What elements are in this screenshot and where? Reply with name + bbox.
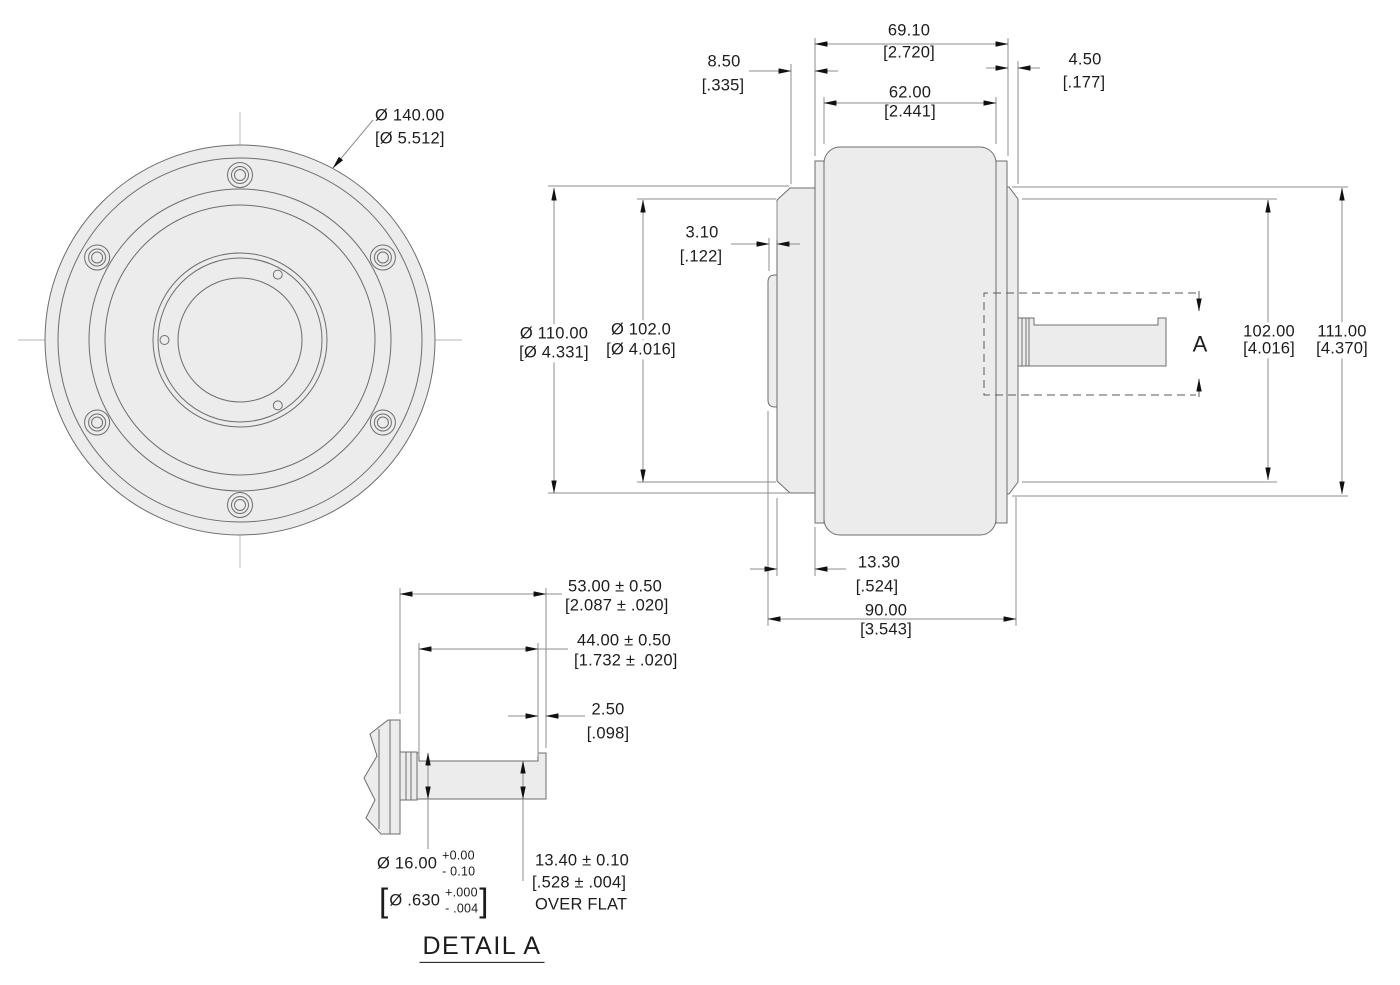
small-hole (272, 400, 283, 411)
dim-6200-in: [2.441] (884, 102, 936, 121)
pilot-ring-inner-circle (157, 257, 323, 423)
dim-53-mm: 53.00 ± 0.50 (568, 577, 663, 596)
tolerance-minus: - .004 (445, 901, 479, 915)
flange-fragment (363, 719, 401, 835)
tolerance-plus: +.000 (445, 885, 478, 900)
dim-44-mm: 44.00 ± 0.50 (577, 631, 672, 650)
dim-310-in: [.122] (679, 247, 723, 266)
detail-callout-label: A (1192, 331, 1208, 357)
dim-shaft-diameter-in-value: Ø .630 (389, 891, 441, 910)
dim-1330-in: [.524] (855, 577, 899, 596)
dim-9000-in: [3.543] (860, 620, 912, 639)
small-hole (159, 335, 170, 345)
dim-6910-in: [2.720] (883, 43, 935, 62)
dim-450-mm: 4.50 (1068, 50, 1102, 69)
detail-shaft-collar (399, 751, 418, 801)
dim-102d-in: [Ø 4.016] (603, 340, 679, 360)
inner-face-circle (104, 204, 376, 476)
flange-outer-circle (44, 144, 436, 536)
dim-flange-diameter-in: [Ø 5.512] (375, 129, 445, 148)
dim-over-flat-mm: 13.40 ± 0.10 (535, 851, 630, 870)
detail-callout-box (983, 291, 1202, 397)
dim-250-in: [.098] (586, 724, 630, 743)
flange-chamfer-circle (57, 157, 423, 523)
main-body (823, 146, 997, 536)
side-view (767, 146, 1167, 536)
raised-face-circle (88, 188, 392, 492)
right-flange (1006, 186, 1019, 495)
dim-53-in: [2.087 ± .020] (565, 596, 669, 615)
dim-450-in: [.177] (1062, 73, 1106, 92)
bracket-open: [ (379, 881, 389, 919)
bracket-close: ] (479, 881, 489, 919)
right-plate (995, 160, 1008, 524)
bolt-hole (227, 492, 253, 518)
dim-9000-mm: 90.00 (864, 601, 908, 620)
output-shaft (1028, 317, 1167, 367)
dim-11100-in: [4.370] (1313, 339, 1371, 359)
dim-6910-mm: 69.10 (887, 21, 931, 40)
bolt-hole (369, 409, 396, 436)
tolerance-minus: - 0.10 (442, 864, 476, 878)
front-view (18, 112, 462, 568)
bolt-hole (369, 244, 396, 271)
callout-dashed-outline (983, 292, 1196, 396)
dim-shaft-diameter-mm: Ø 16.00 +0.00 - 0.10 (377, 848, 475, 879)
detail-view-title: DETAIL A (419, 933, 545, 964)
left-flange (776, 187, 816, 494)
bolt-hole (227, 162, 253, 188)
dim-shaft-diameter-mm-tolerance: +0.00 - 0.10 (442, 848, 475, 879)
pilot-ring-outer-circle (152, 252, 328, 428)
dim-850-mm: 8.50 (707, 52, 741, 71)
dim-11100-mm: 111.00 (1314, 322, 1370, 342)
dim-shaft-diameter-in-tolerance: +.000 - .004 (445, 885, 478, 916)
detail-view (363, 719, 547, 835)
dim-102d-mm: Ø 102.0 (607, 320, 675, 340)
detail-shaft (416, 752, 547, 800)
center-bore-circle (177, 277, 303, 403)
dim-310-mm: 3.10 (685, 223, 719, 242)
dim-250-mm: 2.50 (591, 700, 625, 719)
dim-10200-mm: 102.00 (1240, 322, 1298, 342)
shaft-collar (1017, 317, 1030, 367)
dim-over-flat-note: OVER FLAT (535, 895, 628, 914)
left-plate (814, 160, 825, 524)
dim-10200-in: [4.016] (1240, 339, 1298, 359)
dim-850-in: [.335] (701, 76, 745, 95)
dim-shaft-diameter-mm-value: Ø 16.00 (377, 854, 438, 873)
dim-6200-mm: 62.00 (888, 83, 932, 102)
diameter-leader (332, 119, 374, 169)
dim-44-in: [1.732 ± .020] (574, 651, 678, 670)
dim-1330-mm: 13.30 (857, 553, 901, 572)
detail-dimension-lines (399, 588, 585, 881)
tolerance-plus: +0.00 (442, 848, 475, 863)
bolt-hole (84, 409, 111, 436)
dim-over-flat-in: [.528 ± .004] (532, 873, 627, 892)
small-hole (272, 269, 283, 280)
dim-shaft-diameter-in: [ Ø .630 +.000 - .004 ] (378, 881, 490, 919)
dim-110-mm: Ø 110.00 (516, 324, 592, 344)
dim-flange-diameter-mm: Ø 140.00 (375, 106, 445, 125)
dim-110-in: [Ø 4.331] (516, 343, 592, 363)
bolt-hole (84, 244, 111, 271)
